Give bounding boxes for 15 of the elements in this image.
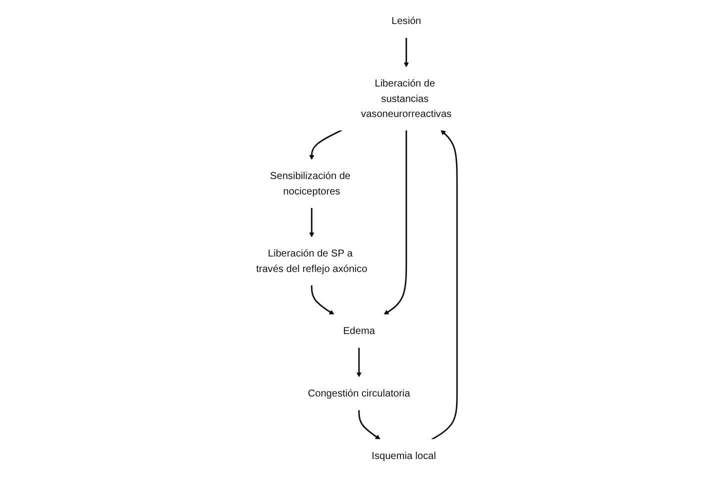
node-text: Isquemia local [371, 450, 436, 462]
node-text: Congestión circulatoria [307, 388, 410, 399]
arrow [383, 130, 407, 315]
node-text: Edema [342, 325, 374, 337]
arrow [356, 347, 362, 378]
arrow [308, 208, 314, 238]
node-text: Sensibilización de nociceptores [270, 170, 350, 197]
node-text: Liberación de sustancias vasoneurorreactivas [360, 78, 452, 120]
node-text: Liberación de SP a través del reflejo axónico [256, 248, 367, 274]
arrow [403, 38, 408, 68]
node-text: Lesión [390, 15, 421, 27]
arrow [430, 130, 458, 440]
arrow [310, 285, 334, 315]
arrow [308, 129, 342, 160]
arrow [358, 410, 380, 440]
